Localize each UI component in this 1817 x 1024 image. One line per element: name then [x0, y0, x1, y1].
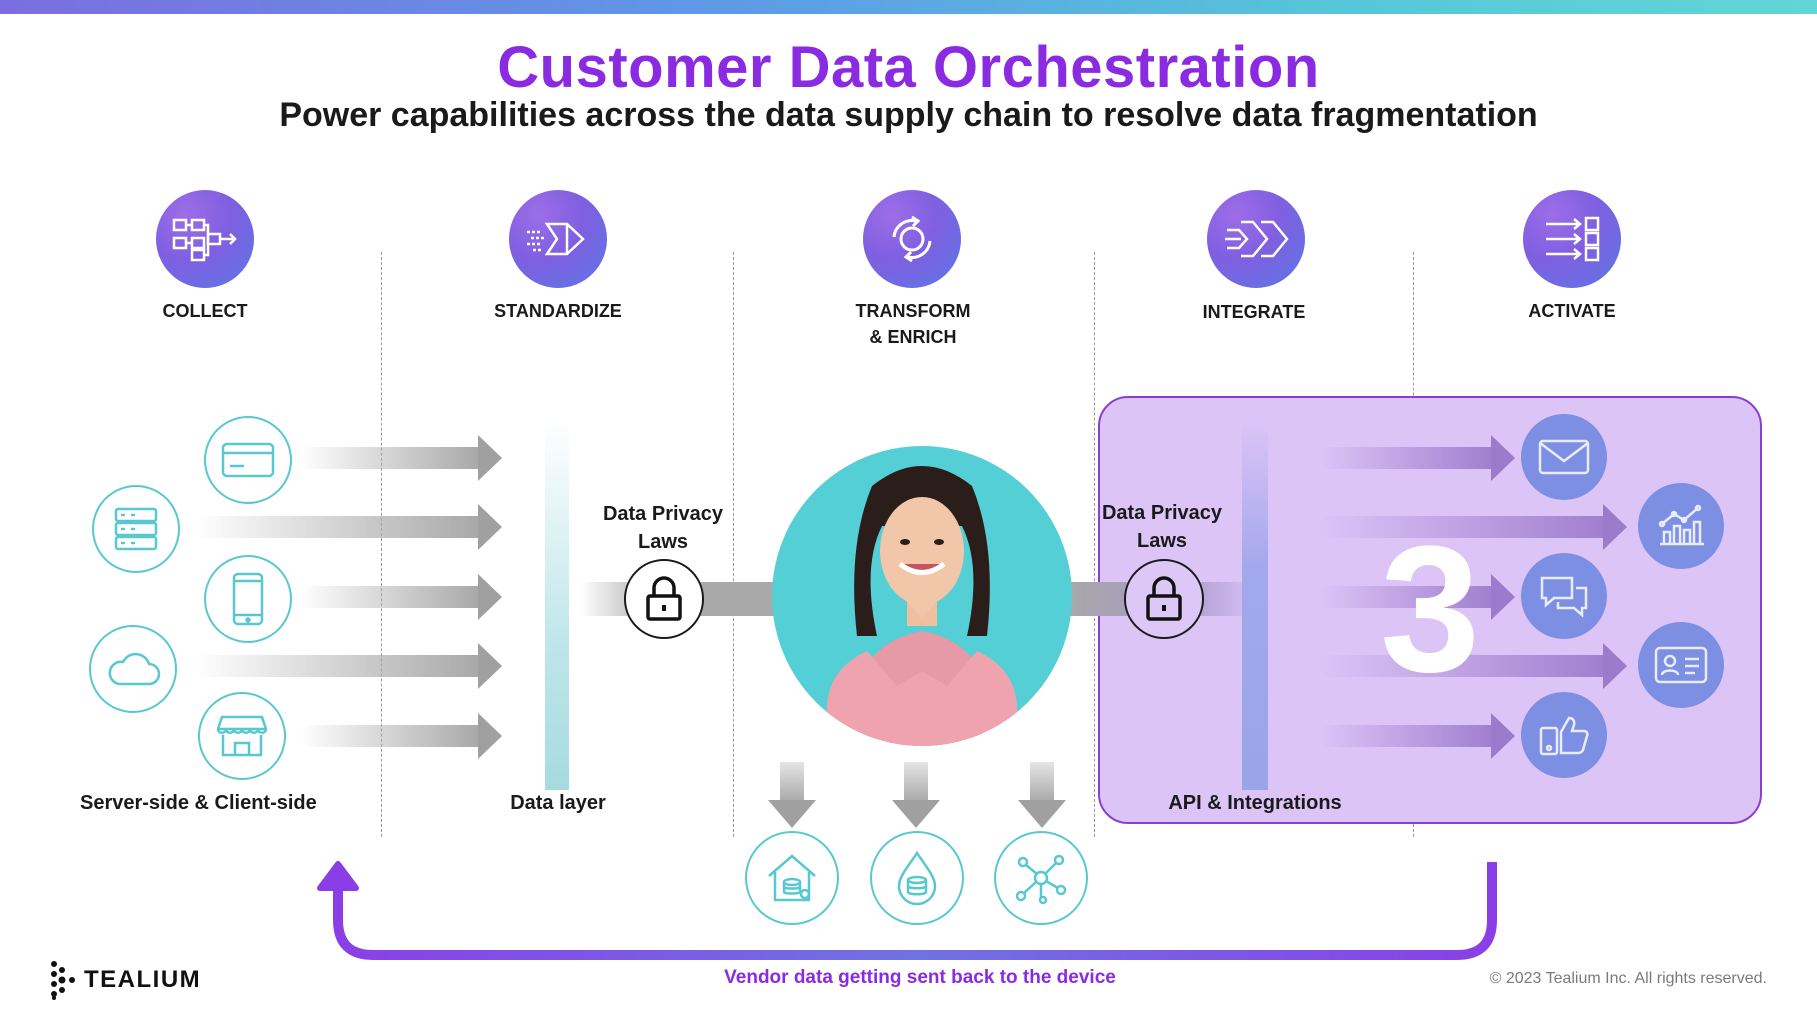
stage-label-integrate: INTEGRATE — [1202, 302, 1306, 322]
privacy-label-left: Data Privacy Laws — [583, 500, 743, 556]
flow-arrow — [300, 713, 502, 759]
page-title: Customer Data Orchestration — [497, 35, 1320, 100]
api-caption: API & Integrations — [1168, 792, 1342, 814]
chat-bubbles-icon — [1521, 553, 1607, 639]
data-layer-bar — [545, 420, 569, 790]
data-layer-caption: Data layer — [510, 792, 606, 814]
stage-divider — [733, 252, 734, 837]
stage-divider — [1094, 252, 1095, 837]
activate-arrow — [1320, 643, 1627, 689]
stage-label-transform-line2: & ENRICH — [869, 327, 957, 347]
copyright-text: © 2023 Tealium Inc. All rights reserved. — [1489, 970, 1767, 987]
flow-arrow — [195, 504, 502, 550]
merge-arrows-icon — [1207, 190, 1305, 288]
stage-label-transform-line1: TRANSFORM — [855, 301, 971, 321]
step-number-badge: 3 — [1380, 509, 1481, 710]
tealium-logo-mark-icon — [51, 961, 75, 1000]
id-card-icon — [1638, 622, 1724, 708]
down-arrow — [892, 762, 940, 830]
distribute-arrows-icon — [1523, 190, 1621, 288]
stage-label-collect: COLLECT — [162, 301, 248, 321]
privacy-right-line1: Data Privacy — [1101, 502, 1223, 524]
server-icon — [92, 485, 180, 573]
credit-card-icon — [204, 416, 292, 504]
cycle-arrows-icon — [863, 190, 961, 288]
brand-name: TEALIUM — [84, 966, 202, 993]
tealium-logo: TEALIUM — [50, 960, 201, 1000]
email-icon — [1521, 414, 1607, 500]
activate-arrow — [1320, 504, 1627, 550]
cloud-icon — [89, 625, 177, 713]
privacy-label-right: Data Privacy Laws — [1082, 499, 1242, 555]
activate-arrow — [1320, 435, 1515, 481]
activate-arrow — [1320, 574, 1515, 620]
activate-arrow — [1320, 713, 1515, 759]
lock-icon — [624, 559, 704, 639]
down-arrow — [1018, 762, 1066, 830]
flow-arrow — [300, 574, 502, 620]
flow-arrow — [300, 435, 502, 481]
top-gradient-bar — [0, 0, 1817, 14]
privacy-left-line2: Laws — [637, 531, 689, 553]
privacy-left-line1: Data Privacy — [602, 503, 724, 525]
network-graph-icon — [994, 831, 1088, 925]
stage-divider — [381, 252, 382, 837]
stage-label-transform: TRANSFORM & ENRICH — [803, 298, 1023, 350]
thumbs-up-icon — [1521, 692, 1607, 778]
flowchart-icon — [156, 190, 254, 288]
storefront-icon — [198, 692, 286, 780]
privacy-right-line2: Laws — [1136, 530, 1188, 552]
stage-label-standardize: STANDARDIZE — [494, 301, 622, 321]
analytics-chart-icon — [1638, 483, 1724, 569]
api-integrations-bar — [1242, 420, 1268, 790]
collect-caption: Server-side & Client-side — [80, 792, 317, 814]
customer-photo — [772, 446, 1072, 746]
page-subtitle: Power capabilities across the data suppl… — [279, 96, 1538, 134]
down-arrow — [768, 762, 816, 830]
flow-arrow — [195, 643, 502, 689]
home-database-icon — [745, 831, 839, 925]
stage-label-activate: ACTIVATE — [1528, 301, 1616, 321]
streamline-arrow-icon — [509, 190, 607, 288]
lock-icon — [1124, 559, 1204, 639]
feedback-caption: Vendor data getting sent back to the dev… — [724, 967, 1116, 988]
mobile-phone-icon — [204, 555, 292, 643]
data-lake-icon — [870, 831, 964, 925]
